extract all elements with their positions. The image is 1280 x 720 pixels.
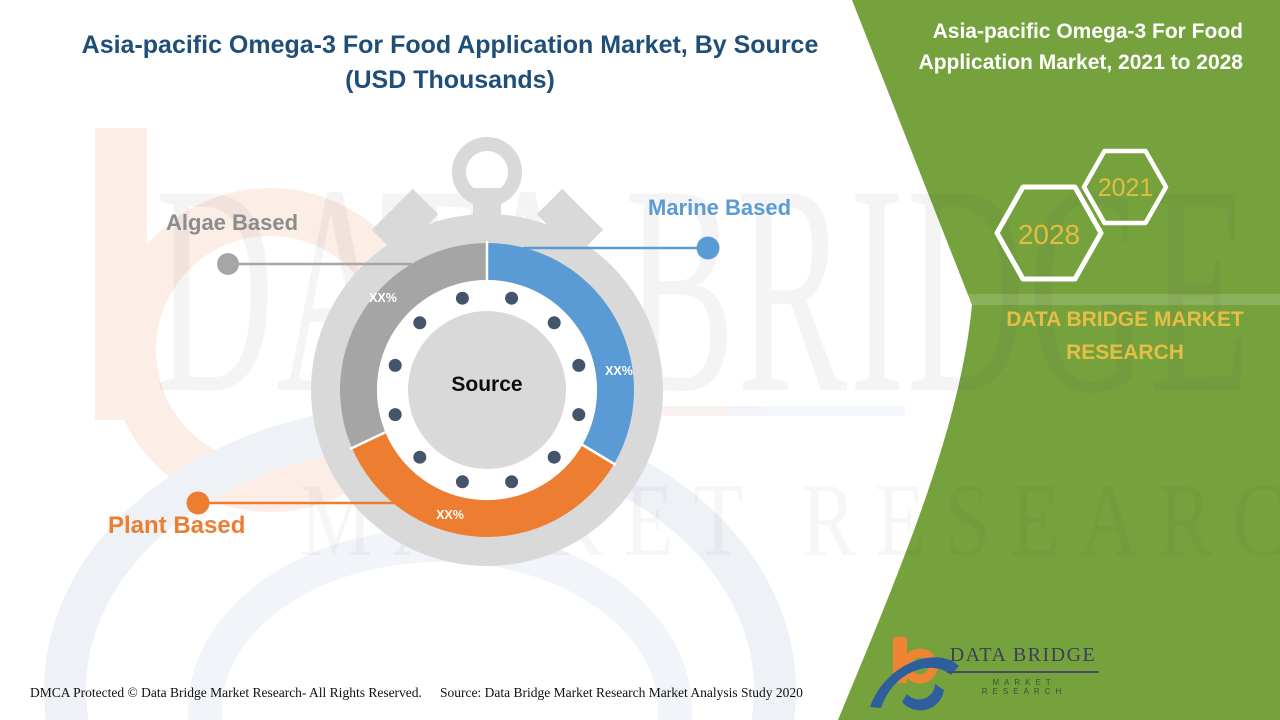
dial-dots	[388, 291, 586, 489]
algae-callout-dot	[217, 253, 239, 275]
segment-algae	[340, 243, 487, 448]
logo-tagline: MARKET RESEARCH	[981, 678, 1067, 696]
chart-center-label: Source	[451, 373, 523, 396]
footer-source: Source: Data Bridge Market Research Mark…	[440, 685, 803, 700]
stopwatch-left-button	[371, 188, 439, 256]
legend-label-algae-based: Algae Based	[166, 210, 299, 235]
marine-callout-dot	[696, 236, 720, 260]
legend-label-marine-based: Marine Based	[648, 195, 792, 220]
hexagon-2021-badge	[1081, 148, 1169, 226]
side-panel-title: Asia-pacific Omega-3 For Food Applicatio…	[918, 20, 1243, 74]
algae-percentage-label: XX%	[369, 291, 397, 305]
plant-percentage-label: XX%	[436, 508, 464, 522]
page-title: Asia-pacific Omega-3 For Food Applicatio…	[81, 31, 826, 94]
plant-callout-dot	[186, 491, 210, 515]
stopwatch-right-button	[536, 188, 604, 256]
segment-plant	[351, 433, 615, 537]
hexagon-2028-badge	[994, 184, 1104, 282]
callout-lines	[186, 236, 720, 515]
logo-wordmark: DATA BRIDGE	[947, 644, 1099, 673]
stopwatch-chart	[311, 137, 663, 566]
green-side-panel	[838, 0, 1280, 720]
year-hexagons	[994, 148, 1169, 282]
brand-name-text: DATA BRIDGE MARKET RESEARCH	[1006, 308, 1250, 364]
legend-label-plant-based: Plant Based	[108, 512, 246, 539]
footer-copyright: DMCA Protected © Data Bridge Market Rese…	[30, 685, 422, 700]
hexagon-2028-label: 2028	[1017, 219, 1081, 250]
marine-percentage-label: XX%	[605, 364, 633, 378]
donut-segments	[340, 241, 634, 537]
panel-light-band	[830, 294, 1280, 305]
segment-marine	[487, 243, 634, 464]
databridge-logo-mark	[870, 637, 959, 711]
hexagon-2021-label: 2021	[1097, 174, 1154, 202]
dial-center-disc	[408, 311, 566, 469]
